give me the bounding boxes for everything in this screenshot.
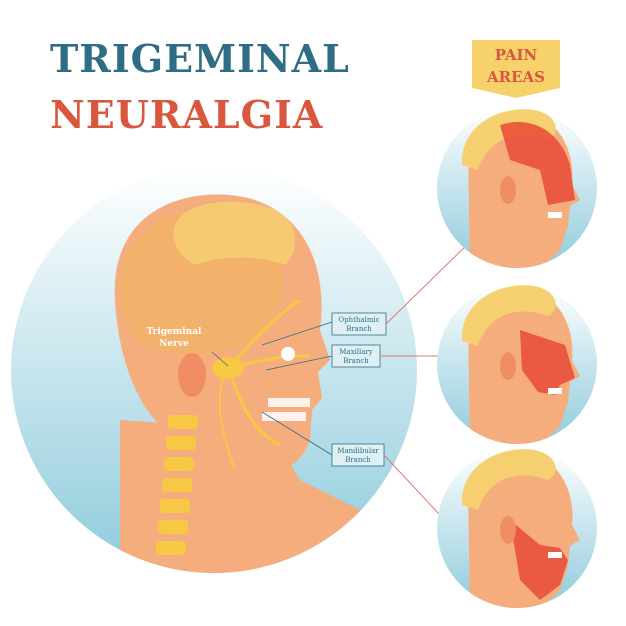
nerve-label-leader xyxy=(211,351,229,367)
mandibular-label-2: Branch xyxy=(345,456,371,464)
badge-text: PAIN AREAS xyxy=(472,44,560,88)
vertebra xyxy=(158,520,188,534)
vertebra xyxy=(162,478,192,492)
eye xyxy=(281,347,295,361)
maxillary-label-1: Maxillary xyxy=(339,348,373,356)
badge-line-2: AREAS xyxy=(486,68,545,86)
hair-shape xyxy=(173,201,296,265)
vertebra xyxy=(164,457,194,471)
maxillary-label: Maxillary Branch xyxy=(265,344,381,371)
connector-mandibular xyxy=(383,454,441,516)
pain-areas-badge: PAIN AREAS xyxy=(472,40,560,98)
neck-shape xyxy=(120,420,417,573)
mandibular-label: Mandibular Branch xyxy=(261,411,385,467)
lower-teeth xyxy=(262,412,306,421)
hair xyxy=(461,285,556,346)
mandibular-label-1: Mandibular xyxy=(337,447,379,455)
ear xyxy=(500,516,516,544)
teeth xyxy=(548,552,562,558)
teeth xyxy=(548,388,562,394)
title-line-2: NEURALGIA xyxy=(50,92,324,137)
maxillary-label-2: Branch xyxy=(343,357,369,365)
connector-ophthalmic xyxy=(385,237,475,325)
pain-highlight-jaw xyxy=(510,520,568,600)
pain-area-maxillary xyxy=(437,284,597,444)
pain-highlight-forehead xyxy=(500,121,575,205)
trigeminal-nerve-label-2: Nerve xyxy=(159,339,189,349)
hair xyxy=(461,449,556,510)
title-line-1: TRIGEMINAL xyxy=(50,36,350,81)
ear xyxy=(500,352,516,380)
trigeminal-nerve xyxy=(212,298,311,471)
vertebra xyxy=(168,415,198,429)
ear-shape xyxy=(178,353,206,397)
main-head-circle xyxy=(11,167,417,573)
trigeminal-ganglion xyxy=(212,357,244,379)
nerve-branch xyxy=(218,371,236,471)
pain-area-mandibular xyxy=(437,448,597,608)
ear xyxy=(500,176,516,204)
vertebra xyxy=(160,499,190,513)
pain-highlight-cheek xyxy=(520,330,575,395)
maxillary-leader xyxy=(265,355,333,371)
trigeminal-nerve-label-1: Trigeminal xyxy=(147,327,203,337)
ophthalmic-label-2: Branch xyxy=(346,325,372,333)
badge-line-1: PAIN xyxy=(494,46,538,64)
ophthalmic-label: Ophthalmic Branch xyxy=(261,312,387,346)
vertebra xyxy=(156,541,186,555)
upper-teeth xyxy=(268,398,310,407)
ophthalmic-label-1: Ophthalmic xyxy=(338,316,379,324)
mandibular-leader xyxy=(261,411,333,456)
badge-banner-shape xyxy=(472,40,560,98)
ophthalmic-leader xyxy=(261,321,333,346)
spine xyxy=(156,415,198,555)
pain-area-ophthalmic xyxy=(437,108,597,268)
teeth xyxy=(548,212,562,218)
vertebra xyxy=(166,436,196,450)
